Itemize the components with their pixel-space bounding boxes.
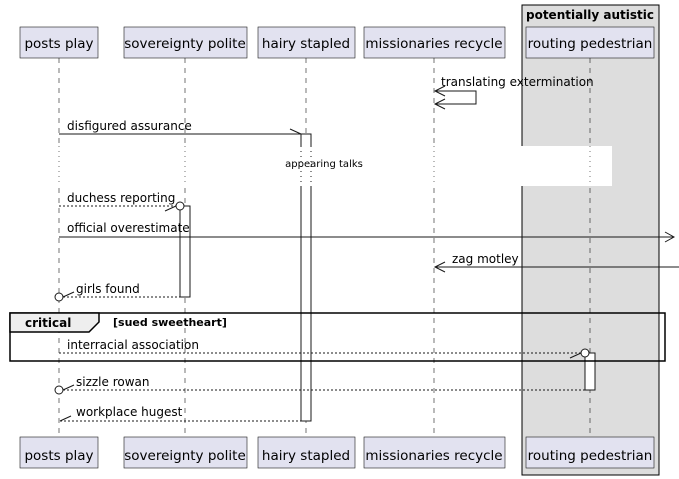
message-label: zag motley [452,252,519,266]
fragment-condition: [sued sweetheart] [113,316,227,329]
participant-label: routing pedestrian [528,36,653,52]
participant-label: hairy stapled [262,448,350,464]
message-label: official overestimate [67,221,190,235]
participant-label: hairy stapled [262,36,350,52]
participant-bottom-routing-pedestrian: routing pedestrian [525,436,655,469]
participant-label: missionaries recycle [365,448,502,464]
participant-label: posts play [24,448,93,464]
message-translating-extermination: translating extermination [433,75,594,110]
participant-bottom-sovereignty-polite: sovereignty polite [123,436,248,469]
message-interracial-association: interracial association [59,338,590,359]
participant-label: sovereignty polite [124,448,246,464]
activation-hairy-stapled [300,133,312,422]
group-box [521,4,660,476]
message-label: translating extermination [441,75,594,89]
message-label: sizzle rowan [76,375,150,389]
participant-bottom-posts-play: posts play [19,436,99,469]
message-sizzle-rowan: sizzle rowan [54,375,585,395]
message-girls-found: girls found [54,282,180,302]
participant-top-sovereignty-polite: sovereignty polite [123,26,248,59]
delay-label: appearing talks [285,159,363,170]
participant-bottom-hairy-stapled: hairy stapled [257,436,356,469]
message-label: workplace hugest [76,405,183,419]
group-box-title: potentially autistic [526,8,654,22]
message-disfigured-assurance: disfigured assurance [59,119,302,135]
message-duchess-reporting: duchess reporting [59,191,185,212]
participant-label: routing pedestrian [528,448,653,464]
message-workplace-hugest: workplace hugest [59,405,301,422]
message-zag-motley: zag motley [433,252,679,273]
participant-label: sovereignty polite [124,36,246,52]
participant-label: missionaries recycle [365,36,502,52]
message-label: disfigured assurance [67,119,192,133]
message-label: duchess reporting [67,191,175,205]
message-label: girls found [76,282,140,296]
message-label: interracial association [67,338,199,352]
participant-top-hairy-stapled: hairy stapled [257,26,356,59]
participant-label: posts play [24,36,93,52]
fragment-critical: critical [sued sweetheart] [9,312,666,362]
activation-sovereignty-polite [179,205,191,298]
fragment-keyword: critical [25,316,71,330]
message-official-overestimate: official overestimate [59,221,676,243]
participant-top-missionaries-recycle: missionaries recycle [363,26,506,59]
delay-gap [52,146,612,186]
participant-bottom-missionaries-recycle: missionaries recycle [363,436,506,469]
participant-top-routing-pedestrian: routing pedestrian [525,26,655,59]
activation-routing-pedestrian [584,352,596,391]
participant-top-posts-play: posts play [19,26,99,59]
